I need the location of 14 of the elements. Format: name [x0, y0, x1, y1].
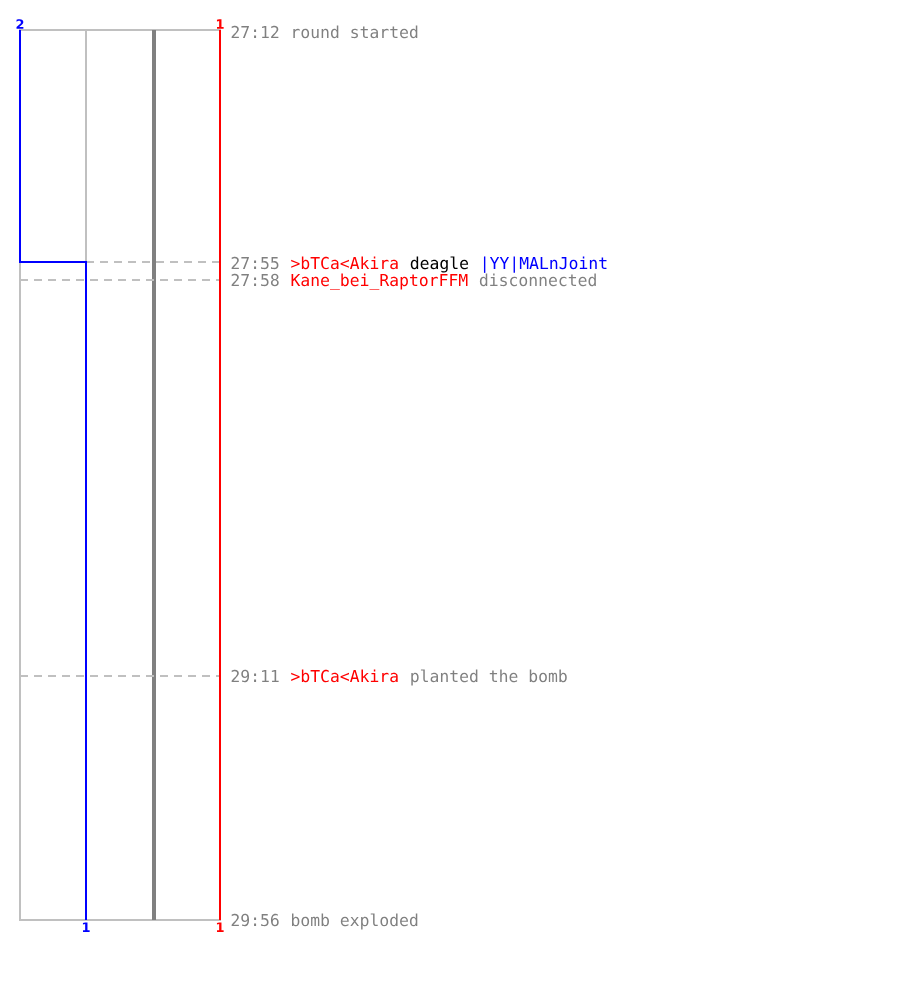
weapon-name: deagle: [410, 256, 469, 273]
timestamp: 27:58: [231, 273, 279, 287]
timestamp: 27:12: [231, 25, 279, 38]
event-text: planted the bomb: [411, 669, 567, 686]
event-text: disconnected: [479, 273, 596, 287]
player-name: >bTCa<Akira: [291, 669, 398, 683]
player-name: |YY|MALnJoint: [483, 256, 607, 273]
player-name: >bTCa<Akira: [291, 256, 398, 270]
event-text: round started: [293, 25, 418, 39]
timestamp: 29:11: [231, 669, 279, 683]
event-text: bomb exploded: [292, 913, 418, 930]
timestamp: 29:56: [231, 913, 279, 927]
timestamp: 27:55: [231, 256, 279, 270]
player-name: Kane_bei_RaptorFFM: [291, 273, 468, 290]
